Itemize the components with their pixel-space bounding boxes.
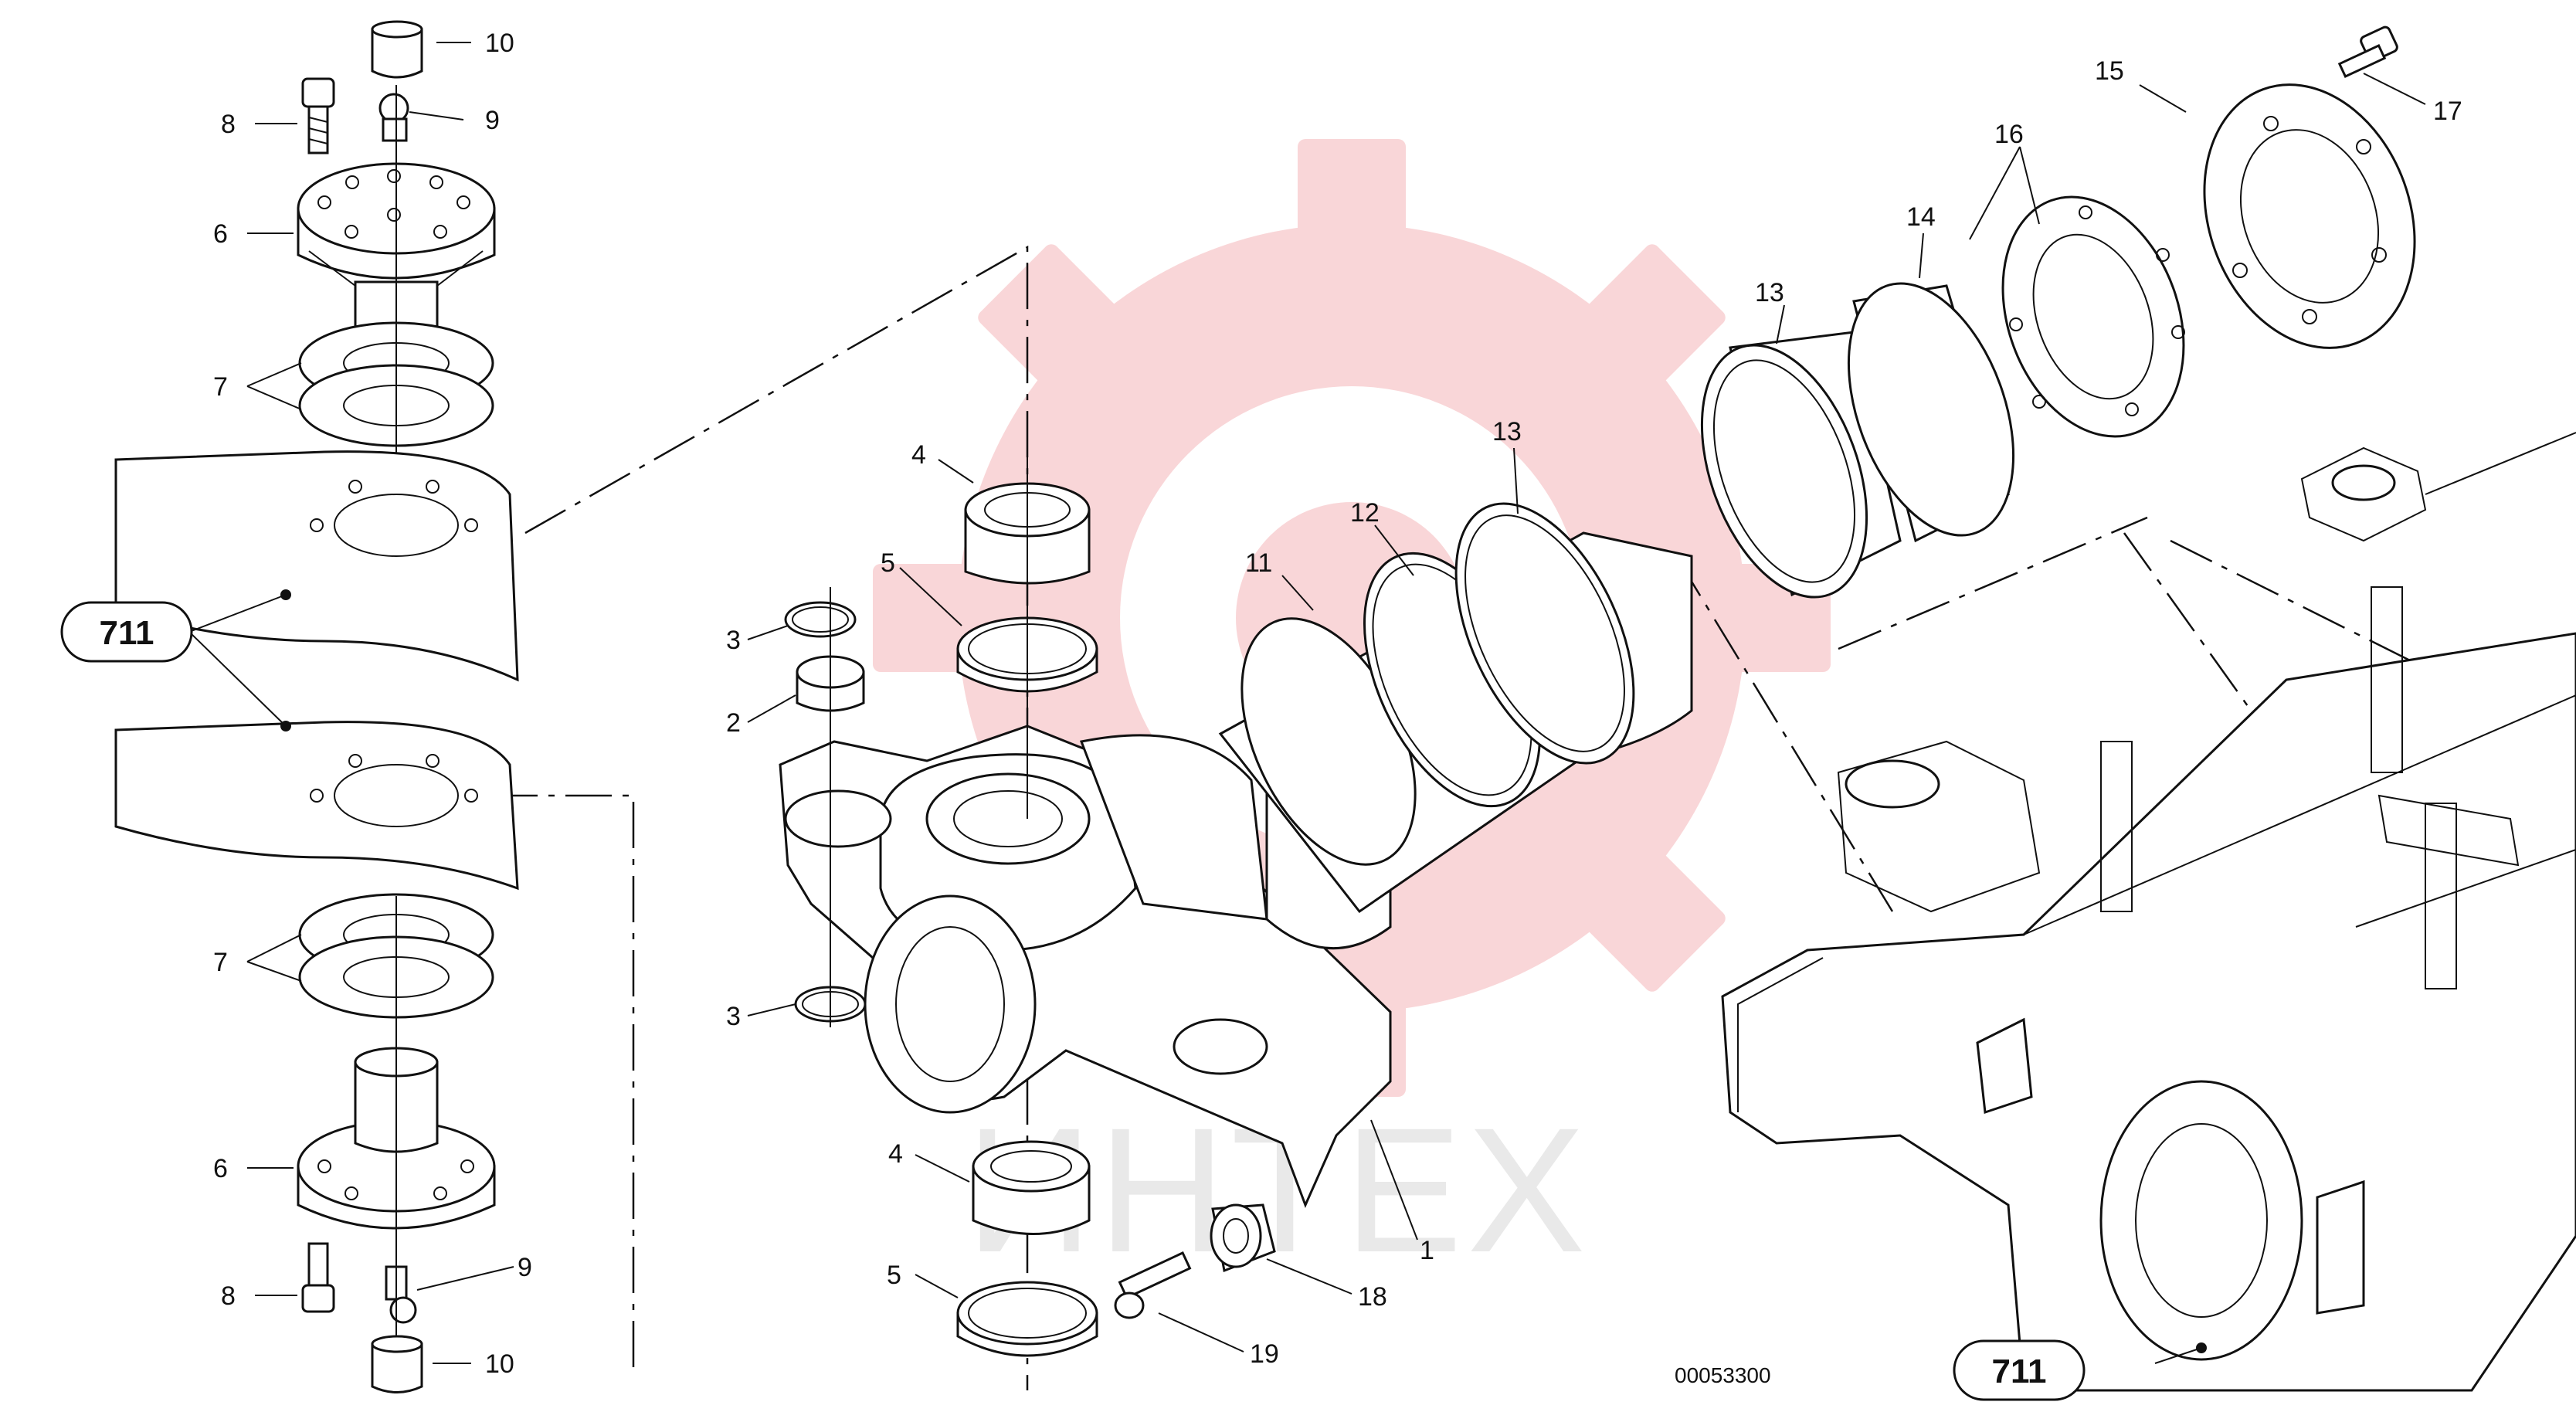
callout-5-upper[interactable]: 5 — [881, 548, 895, 578]
ring-part-13-inner — [1454, 502, 1635, 765]
callout-11[interactable]: 11 — [1245, 548, 1272, 578]
upper-pin-assembly — [297, 20, 496, 541]
callout-8-lower[interactable]: 8 — [221, 1281, 236, 1311]
reference-badge-left[interactable]: 711 — [60, 601, 193, 663]
leader-lines — [188, 42, 2426, 1364]
reference-label: 711 — [100, 614, 154, 652]
reference-label: 711 — [1992, 1353, 2047, 1390]
leader-dot — [280, 721, 291, 731]
grease-nipple-part-9-lower — [385, 1265, 417, 1324]
bolt-part-19 — [1114, 1251, 1192, 1319]
bolt-part-8-upper — [301, 77, 335, 154]
callout-12[interactable]: 12 — [1350, 498, 1380, 528]
callout-18[interactable]: 18 — [1358, 1282, 1387, 1312]
callout-6-lower[interactable]: 6 — [213, 1154, 228, 1183]
callout-6-upper[interactable]: 6 — [213, 219, 228, 249]
gasket-part-16 — [2001, 195, 2185, 438]
drawing-number: 00053300 — [1675, 1363, 1771, 1387]
reference-badge-right[interactable]: 711 — [1953, 1339, 2086, 1401]
callout-14[interactable]: 14 — [1906, 202, 1936, 232]
callout-10-lower[interactable]: 10 — [485, 1349, 514, 1379]
bumper-part-18 — [1210, 1203, 1276, 1273]
bolt-part-17 — [2337, 25, 2398, 78]
cap-part-10-upper — [371, 20, 423, 79]
callout-3-lower[interactable]: 3 — [726, 1002, 741, 1031]
axle-beam-cutaway-upper — [114, 450, 519, 682]
callout-13-inner[interactable]: 13 — [1492, 417, 1522, 446]
callout-3-upper[interactable]: 3 — [726, 626, 741, 655]
callout-4-upper[interactable]: 4 — [911, 440, 926, 470]
bushing-part-4-lower — [972, 1140, 1091, 1235]
callout-5-lower[interactable]: 5 — [887, 1261, 901, 1290]
leader-dot — [280, 589, 291, 600]
callout-labels: 10 8 9 6 7 7 6 8 9 10 4 5 3 2 3 4 5 1 11… — [213, 29, 2462, 1379]
lower-pin-assembly — [297, 893, 496, 1393]
callout-8-upper[interactable]: 8 — [221, 110, 236, 139]
grease-nipple-part-9-upper — [378, 93, 409, 142]
bolt-part-8-lower — [301, 1242, 335, 1313]
callout-19[interactable]: 19 — [1250, 1339, 1279, 1369]
leader-dot — [2196, 1342, 2207, 1353]
callout-7-upper[interactable]: 7 — [213, 372, 228, 402]
callout-1[interactable]: 1 — [1420, 1236, 1434, 1265]
snap-ring-part-3-upper — [784, 601, 857, 638]
callout-9-upper[interactable]: 9 — [485, 106, 500, 135]
callout-13-outer[interactable]: 13 — [1755, 278, 1784, 307]
cover-part-15 — [2203, 83, 2416, 349]
callout-17[interactable]: 17 — [2433, 97, 2462, 126]
ring-part-5-lower — [956, 1281, 1098, 1357]
callout-2[interactable]: 2 — [726, 708, 741, 738]
callout-7-lower[interactable]: 7 — [213, 948, 228, 977]
callout-15[interactable]: 15 — [2095, 56, 2124, 86]
frame-structure — [1721, 432, 2576, 1392]
bearing-part-14 — [1847, 282, 2015, 543]
callout-16[interactable]: 16 — [1994, 120, 2024, 149]
callout-10-upper[interactable]: 10 — [485, 29, 514, 58]
callout-9-lower[interactable]: 9 — [518, 1253, 532, 1282]
tube-assembly — [1218, 502, 1693, 914]
cap-part-10-lower — [371, 1335, 423, 1393]
callout-4-lower[interactable]: 4 — [888, 1139, 903, 1169]
axle-beam-cutaway-lower — [114, 721, 519, 891]
